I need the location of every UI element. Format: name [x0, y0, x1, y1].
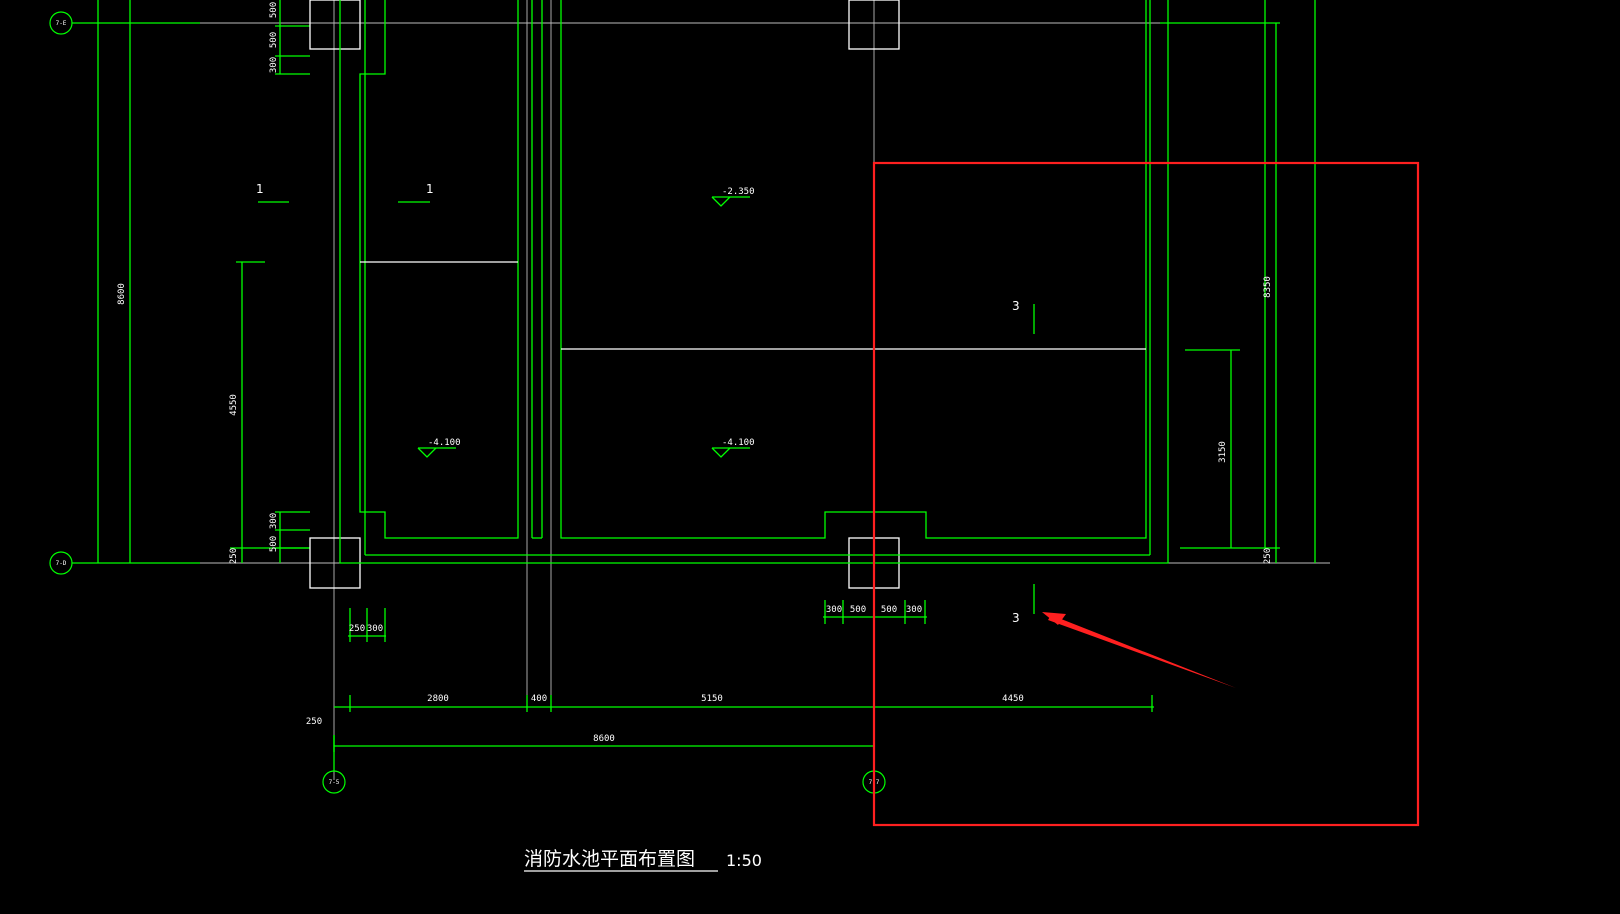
svg-text:3: 3	[1012, 299, 1020, 313]
dim-bottom-5150: 5150	[701, 694, 723, 704]
svg-text:-4.100: -4.100	[722, 438, 755, 448]
dim-bottom-4450: 4450	[1002, 694, 1024, 704]
dim-bottom-2800: 2800	[427, 694, 449, 704]
section-mark-3-top: 3	[1012, 299, 1035, 334]
dim-mid-b: 500	[850, 605, 866, 615]
dim-right-inner: 3150	[1218, 441, 1228, 463]
svg-text:1: 1	[426, 182, 434, 196]
dim-left-top-c: 300	[269, 57, 279, 73]
dim-mid-a: 300	[826, 605, 842, 615]
dim-left-bot-a: 300	[269, 513, 279, 529]
dim-left-overall: 8600	[117, 283, 127, 305]
svg-text:7-E: 7-E	[56, 20, 67, 27]
column-top-left	[309, 0, 361, 50]
baffle-lines	[360, 261, 1146, 350]
dim-left-inner: 4550	[229, 394, 239, 416]
dim-left-top-a: 500	[269, 2, 279, 18]
svg-text:-4.100: -4.100	[428, 438, 461, 448]
svg-text:7-D: 7-D	[56, 560, 67, 567]
svg-text:1: 1	[256, 182, 264, 196]
drawing-title: 消防水池平面布置图	[524, 848, 695, 870]
drawing-title-block: 消防水池平面布置图 1:50	[524, 848, 762, 872]
grid-lines	[72, 0, 1330, 780]
dim-left-top-b: 500	[269, 32, 279, 48]
dim-left-bot-b: 500	[269, 536, 279, 552]
dim-bottom-400: 400	[531, 694, 547, 704]
level-mark-right-bottom: -4.100	[711, 438, 755, 458]
pool-walls	[339, 0, 1316, 564]
right-dimension-lines	[1185, 23, 1277, 563]
section-mark-1-right: 1	[398, 182, 434, 203]
drawing-scale: 1:50	[726, 851, 762, 870]
axis-bubble-7-e: 7-E	[49, 11, 73, 35]
column-top-right	[848, 0, 900, 50]
axis-bubble-7-d: 7-D	[49, 551, 73, 575]
dim-right-overall: 8350	[1263, 276, 1273, 298]
dim-mid-c: 500	[881, 605, 897, 615]
highlight-box[interactable]	[872, 161, 1420, 827]
dim-bottom-overall: 8600	[593, 734, 615, 744]
bottom-dimension-lines	[333, 695, 1154, 752]
dim-left-bot-c: 250	[229, 548, 239, 564]
dim-right-small: 250	[1263, 548, 1273, 564]
svg-text:3: 3	[1012, 611, 1020, 625]
section-mark-1-left: 1	[256, 182, 289, 203]
section-mark-3-bottom: 3	[1012, 584, 1035, 625]
dim-bottom-left: 250	[306, 717, 322, 727]
svg-text:7-5: 7-5	[329, 779, 340, 786]
dim-col-b: 300	[367, 624, 383, 634]
arrow-annotation	[1042, 612, 1236, 688]
dim-mid-d: 300	[906, 605, 922, 615]
axis-leader-lines	[72, 22, 875, 771]
dim-col-a: 250	[349, 624, 365, 634]
level-mark-top-right: -2.350	[711, 187, 755, 207]
svg-text:-2.350: -2.350	[722, 187, 755, 197]
left-dimension-lines	[97, 0, 310, 563]
level-mark-left-bottom: -4.100	[417, 438, 461, 458]
